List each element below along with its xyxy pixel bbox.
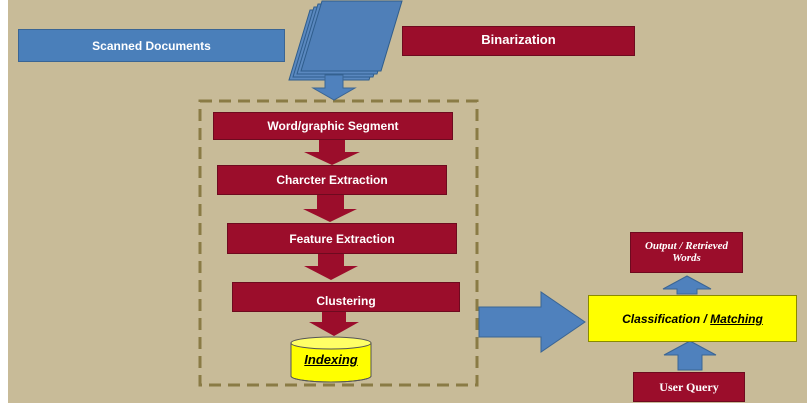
down-arrow-red-1: [304, 139, 360, 165]
binarization-box: Binarization: [402, 26, 635, 56]
down-arrow-red-2: [303, 195, 357, 222]
output-retrieved-words-box: Output / Retrieved Words: [630, 232, 743, 273]
connector-layer: [198, 0, 717, 387]
clustering-box: Clustering: [232, 282, 460, 312]
user-query-box: User Query: [633, 372, 745, 402]
word-graphic-segment-box: Word/graphic Segment: [213, 112, 453, 140]
up-arrow-output: [662, 275, 712, 295]
classification-matching-box: Classification / Matching: [588, 295, 797, 342]
diagram-canvas: Scanned Documents Binarization Word/grap…: [8, 0, 807, 403]
down-arrow-red-3: [304, 254, 358, 280]
feature-extraction-box: Feature Extraction: [227, 223, 457, 254]
document-stack-icon: [288, 0, 403, 81]
down-arrow-red-4: [309, 311, 359, 336]
down-arrow-blue: [311, 74, 357, 101]
scanned-documents-box: Scanned Documents: [18, 29, 285, 62]
classification-label: Classification /: [622, 311, 711, 326]
right-arrow-blue: [478, 291, 586, 353]
pipeline-group-border: [198, 99, 479, 387]
indexing-database-icon: [290, 336, 372, 383]
character-extraction-box: Charcter Extraction: [217, 165, 447, 195]
indexing-label: Indexing: [304, 351, 358, 367]
matching-label: Matching: [710, 311, 763, 326]
up-arrow-user-query: [663, 340, 717, 371]
